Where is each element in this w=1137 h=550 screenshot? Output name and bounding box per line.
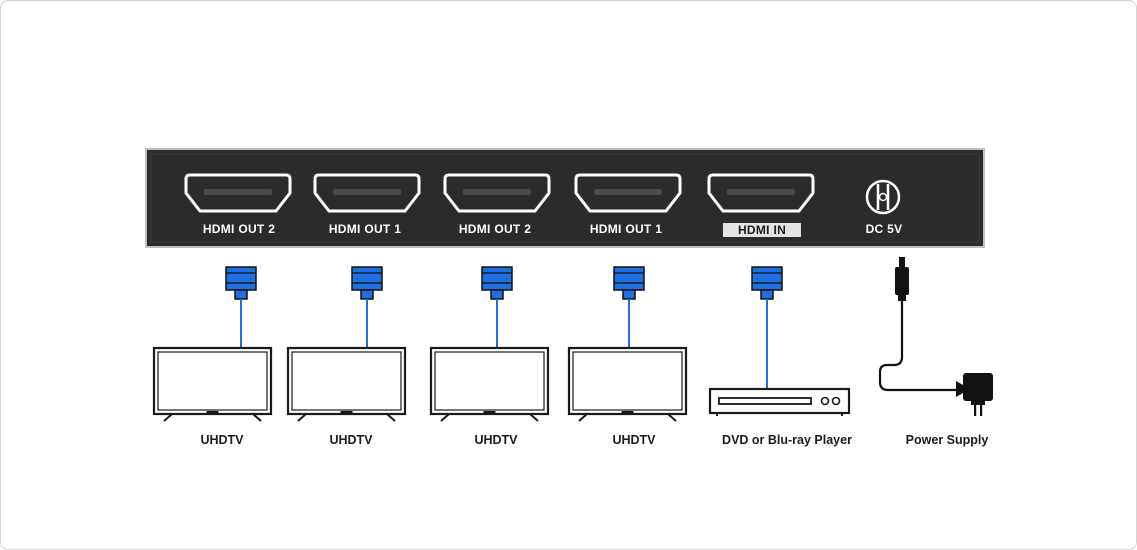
hdmi-port-icon [443, 173, 551, 213]
device-label-uhdtv-1: UHDTV [200, 433, 244, 447]
cables-layer [225, 257, 963, 392]
hdmi-cable-plug-icon [613, 266, 645, 300]
device-label-dvd-player: DVD or Blu-ray Player [722, 433, 852, 447]
hdmi-port-icon [707, 173, 815, 213]
device-label-uhdtv-3: UHDTV [474, 433, 518, 447]
hdmi-cable-plug-icon [351, 266, 383, 300]
dc-plug-icon [895, 257, 909, 301]
hdmi-cable-plug-icon [481, 266, 513, 300]
devices-layer [152, 346, 993, 422]
hdmi-port-icon [184, 173, 292, 213]
hdmi-cable-plug-icon [751, 266, 783, 300]
port-label-hdmi-out-2-b: HDMI OUT 2 [458, 222, 532, 236]
port-label-hdmi-out-1-b: HDMI OUT 1 [589, 222, 663, 236]
device-label-uhdtv-4: UHDTV [612, 433, 656, 447]
port-label-hdmi-out-1-a: HDMI OUT 1 [328, 222, 402, 236]
hdmi-cable-plug-icon [225, 266, 257, 300]
port-label-hdmi-out-2-a: HDMI OUT 2 [202, 222, 276, 236]
device-label-power-supply: Power Supply [905, 433, 989, 447]
tv-icon [152, 346, 273, 422]
device-label-uhdtv-2: UHDTV [329, 433, 373, 447]
tv-icon [286, 346, 407, 422]
splitter-panel-inner-edge [150, 153, 980, 243]
ports-layer [184, 173, 901, 215]
port-label-dc-5v: DC 5V [865, 222, 903, 236]
power-cord [878, 301, 963, 392]
dc-jack-icon [865, 179, 901, 215]
hdmi-port-icon [313, 173, 421, 213]
hdmi-port-icon [574, 173, 682, 213]
dvd-player-icon [708, 387, 851, 416]
power-adapter-icon [956, 373, 993, 416]
port-label-hdmi-in: HDMI IN [722, 223, 802, 237]
tv-icon [429, 346, 550, 422]
tv-icon [567, 346, 688, 422]
